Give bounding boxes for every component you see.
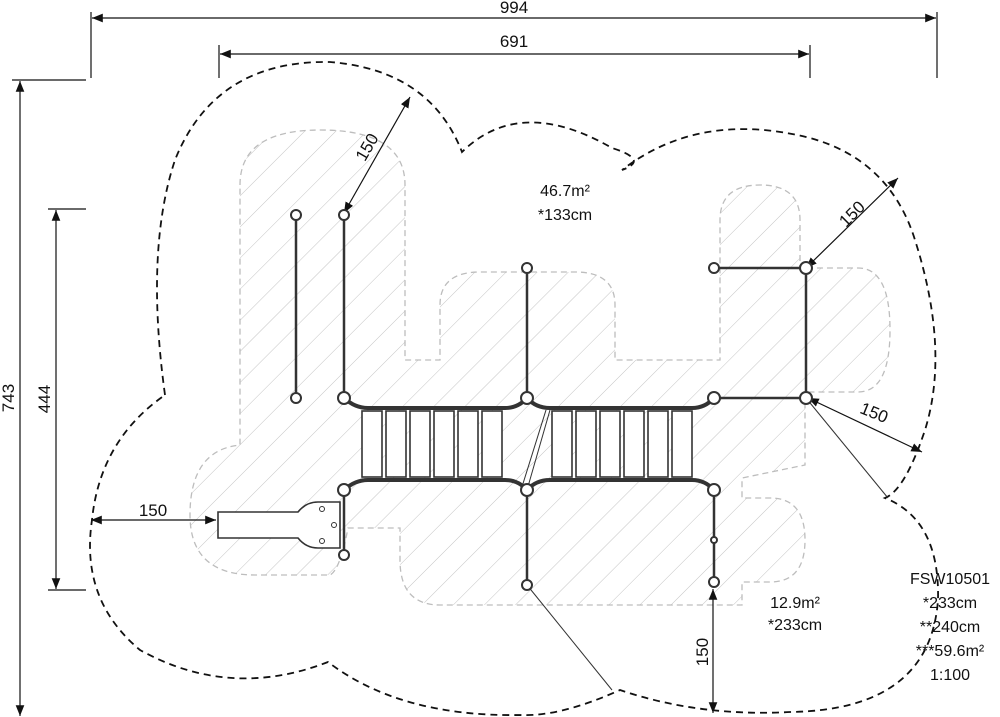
clearance-left: 150 — [91, 501, 216, 525]
dimension-inner-width: 691 — [218, 32, 811, 78]
lower-area-value: 12.9m² — [770, 595, 820, 612]
clearance-bottom: 150 — [526, 584, 718, 713]
clearance-top-right: 150 — [805, 177, 899, 269]
clearance-left-label: 150 — [139, 501, 167, 520]
clearance-top-right-label: 150 — [835, 197, 868, 230]
overall-width-label: 994 — [500, 0, 528, 17]
overall-depth-label: 743 — [0, 384, 18, 412]
product-code: FSW10501 — [910, 571, 990, 588]
drawing-scale: 1:100 — [930, 667, 970, 684]
dimension-overall-width: 994 — [90, 0, 938, 78]
dimension-overall-depth: 743 — [0, 79, 86, 716]
inner-depth-label: 444 — [35, 385, 54, 413]
dimension-inner-depth: 444 — [35, 208, 86, 591]
product-info: FSW10501 *233cm **240cm ***59.6m² 1:100 — [910, 571, 990, 684]
safety-area-size: ***59.6m² — [916, 643, 985, 660]
free-fall-height: *233cm — [923, 595, 977, 612]
lower-area-label: 12.9m² *233cm — [768, 595, 822, 634]
equipment-height: **240cm — [920, 619, 980, 636]
inner-width-label: 691 — [500, 32, 528, 51]
safety-area-outline — [89, 61, 939, 717]
upper-area-height: *133cm — [538, 207, 592, 224]
lower-area-height: *233cm — [768, 617, 822, 634]
upper-area-value: 46.7m² — [540, 183, 590, 200]
upper-area-label: 46.7m² *133cm — [538, 183, 592, 224]
clearance-bottom-label: 150 — [693, 638, 712, 666]
play-structure — [217, 209, 813, 591]
clearance-right-label: 150 — [857, 399, 890, 427]
clearance-right: 150 — [805, 397, 923, 499]
